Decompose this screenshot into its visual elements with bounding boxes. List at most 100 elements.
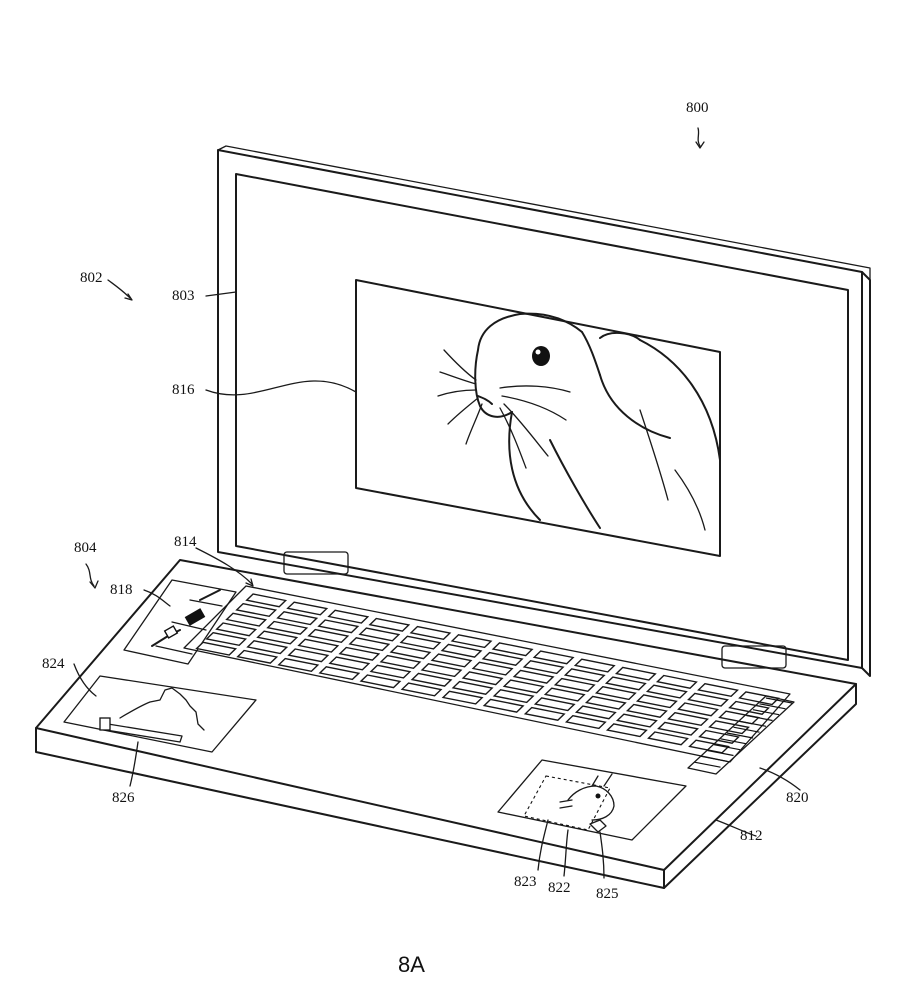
label-803: 803	[172, 288, 195, 304]
key	[543, 687, 586, 702]
label-822: 822	[548, 880, 571, 896]
key	[359, 674, 402, 689]
paintbrush-icon	[151, 625, 181, 647]
key	[573, 658, 616, 673]
display-assembly	[217, 145, 871, 677]
selection-handle	[589, 819, 607, 833]
selection-region	[523, 775, 611, 831]
rabbit-eye	[532, 346, 550, 366]
key	[502, 679, 545, 694]
key	[533, 697, 576, 712]
key	[491, 642, 534, 657]
key	[440, 643, 483, 658]
key	[369, 664, 412, 679]
key	[553, 677, 596, 692]
key	[368, 617, 411, 632]
label-814: 814	[174, 534, 197, 550]
key	[195, 641, 238, 656]
left-touch-region	[63, 675, 257, 753]
key	[318, 666, 361, 681]
strip-segment	[700, 755, 728, 762]
key	[245, 593, 288, 608]
key	[276, 611, 319, 626]
key	[635, 694, 678, 709]
key	[492, 689, 535, 704]
key	[718, 710, 760, 725]
key	[287, 648, 330, 663]
key	[348, 637, 391, 652]
key	[564, 714, 607, 730]
key	[338, 646, 381, 661]
slider	[99, 717, 183, 743]
key	[697, 682, 739, 698]
key	[532, 650, 575, 665]
key	[235, 602, 278, 618]
key	[645, 684, 688, 699]
key	[277, 657, 320, 673]
key	[215, 622, 258, 637]
strip-segment	[713, 744, 741, 751]
label-812: 812	[740, 828, 763, 844]
label-825: 825	[596, 886, 619, 902]
key	[420, 663, 463, 678]
label-823: 823	[514, 874, 537, 890]
strip-segment	[765, 697, 793, 704]
right-touch-region	[497, 759, 687, 841]
strip-segment	[707, 749, 734, 757]
key	[327, 609, 370, 624]
key	[379, 654, 422, 670]
label-816: 816	[172, 382, 195, 398]
key	[430, 653, 473, 668]
key	[574, 705, 617, 720]
key	[482, 698, 525, 713]
key	[584, 695, 627, 710]
left-input-region	[123, 579, 237, 665]
figure-caption: 8A	[398, 952, 425, 977]
label-818: 818	[110, 582, 133, 598]
strip-segment	[733, 726, 760, 733]
eraser-icon	[184, 608, 206, 626]
key	[205, 631, 248, 647]
key	[614, 666, 657, 681]
hinge-right	[721, 645, 787, 669]
key	[389, 645, 432, 660]
key	[400, 682, 443, 697]
hinge-left	[283, 551, 349, 575]
strip-segment	[694, 761, 721, 768]
key	[708, 720, 750, 735]
key	[677, 702, 719, 717]
key	[522, 660, 565, 675]
key	[657, 721, 699, 736]
label-804: 804	[74, 540, 97, 556]
strip-segment	[752, 709, 780, 716]
key	[451, 680, 494, 695]
key	[461, 671, 504, 686]
key	[307, 628, 350, 644]
right-input-region	[687, 695, 795, 775]
strip-segment	[746, 714, 773, 722]
strip-segment	[726, 732, 754, 739]
key	[655, 674, 698, 689]
key	[266, 620, 309, 635]
reference-labels: 800 802 803 816 804 814 818 824 826 820 …	[42, 100, 809, 977]
key	[328, 656, 371, 671]
key	[286, 601, 329, 616]
histogram	[119, 687, 205, 731]
key	[481, 651, 524, 666]
key	[246, 640, 289, 655]
key	[615, 713, 658, 728]
key	[225, 612, 268, 627]
label-802: 802	[80, 270, 103, 286]
strip-segment	[739, 720, 767, 727]
key	[667, 711, 709, 727]
key	[399, 635, 442, 650]
strip-segment	[720, 738, 747, 745]
key	[605, 723, 648, 738]
key	[410, 672, 453, 687]
display-screen	[235, 173, 849, 661]
key	[687, 692, 729, 707]
displayed-image	[355, 279, 721, 557]
key	[236, 649, 279, 664]
key	[450, 634, 493, 649]
